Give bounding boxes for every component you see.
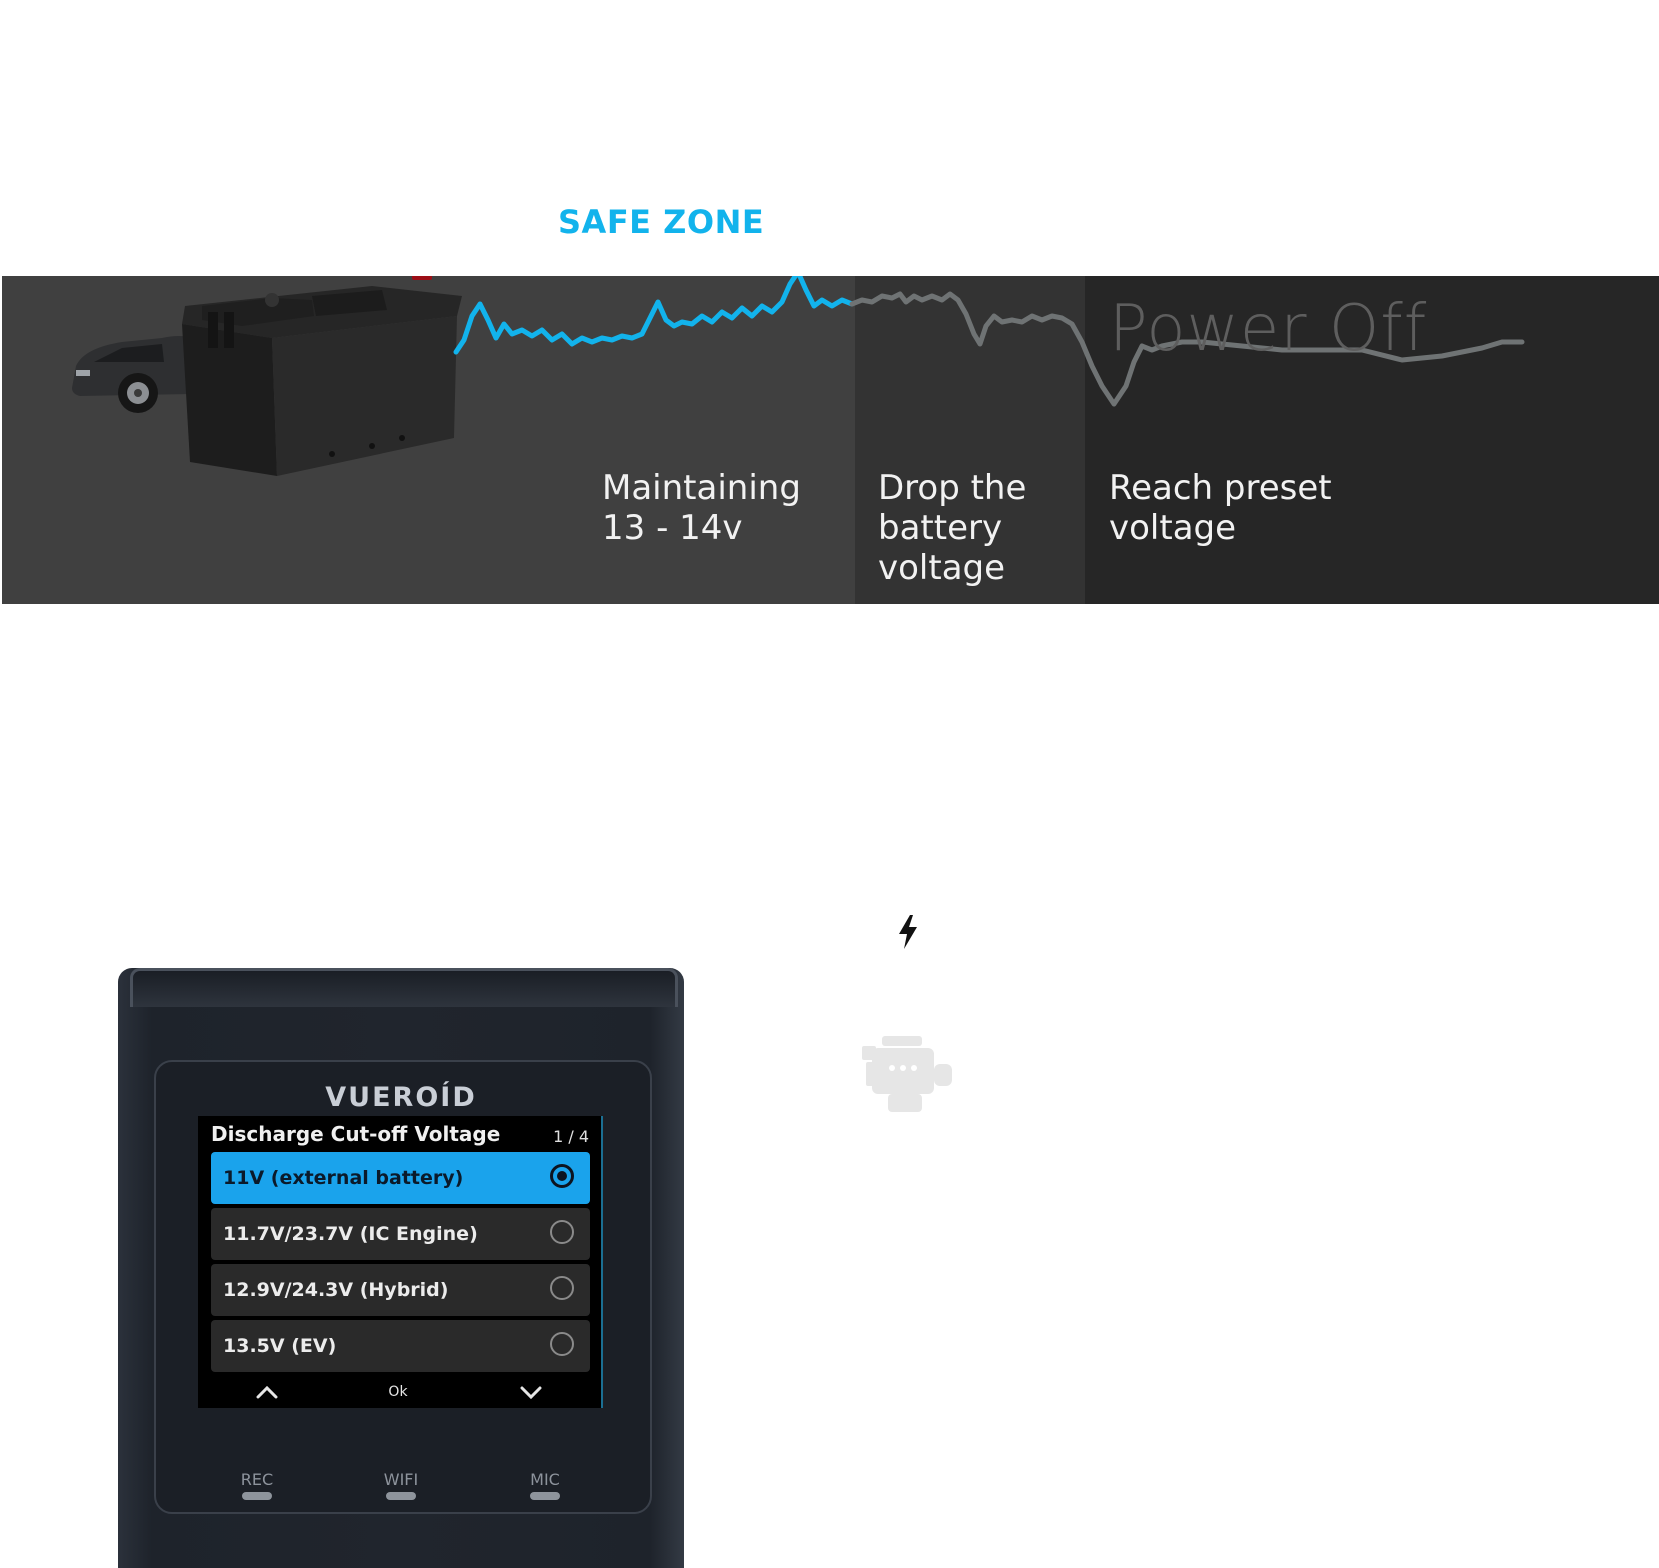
mic-button-label: MIC [530, 1470, 560, 1489]
car-battery-icon [182, 276, 462, 476]
mic-button[interactable] [530, 1492, 560, 1500]
page-indicator: 1 / 4 [553, 1127, 589, 1146]
engine-icon [862, 1036, 952, 1112]
voltage-option-hybrid[interactable]: 12.9V/24.3V (Hybrid) [211, 1264, 590, 1316]
option-label: 11.7V/23.7V (IC Engine) [223, 1223, 478, 1245]
brand-logo: VUEROÍD [325, 1082, 477, 1113]
option-label: 11V (external battery) [223, 1167, 464, 1189]
zone-power-off [1085, 276, 1659, 604]
rec-button[interactable] [242, 1492, 272, 1500]
stage-maintaining-label: Maintaining 13 - 14v [602, 468, 801, 548]
chevron-up-icon[interactable] [256, 1384, 278, 1400]
ok-button[interactable]: Ok [388, 1384, 408, 1400]
stage-drop-label: Drop the battery voltage [878, 468, 1027, 588]
car-icon [72, 336, 192, 413]
power-off-label: Power Off [1109, 292, 1428, 366]
radio-icon[interactable] [550, 1220, 574, 1244]
option-label: 13.5V (EV) [223, 1335, 337, 1357]
rec-button-label: REC [240, 1470, 274, 1489]
radio-icon[interactable] [550, 1332, 574, 1356]
dashcam-device: VUEROÍD Discharge Cut-off Voltage 1 / 4 … [118, 968, 684, 1568]
screen-title: Discharge Cut-off Voltage [211, 1122, 501, 1146]
voltage-diagram [2, 276, 1659, 604]
screen-edge [601, 1116, 603, 1408]
safe-zone-title: SAFE ZONE [558, 203, 765, 241]
stage-reach-label: Reach preset voltage [1109, 468, 1332, 548]
wifi-button-label: WIFI [383, 1470, 419, 1489]
voltage-option-ic-engine[interactable]: 11.7V/23.7V (IC Engine) [211, 1208, 590, 1260]
chevron-down-icon[interactable] [520, 1384, 542, 1400]
wifi-button[interactable] [386, 1492, 416, 1500]
device-screen: Discharge Cut-off Voltage 1 / 4 11V (ext… [198, 1116, 603, 1408]
voltage-wave [72, 276, 1525, 476]
voltage-option-ev[interactable]: 13.5V (EV) [211, 1320, 590, 1372]
option-label: 12.9V/24.3V (Hybrid) [223, 1279, 449, 1301]
radio-selected-icon[interactable] [550, 1164, 574, 1188]
voltage-option-11v[interactable]: 11V (external battery) [211, 1152, 590, 1204]
radio-icon[interactable] [550, 1276, 574, 1300]
device-rim [130, 968, 678, 1007]
lightning-bolt-icon [899, 915, 917, 949]
